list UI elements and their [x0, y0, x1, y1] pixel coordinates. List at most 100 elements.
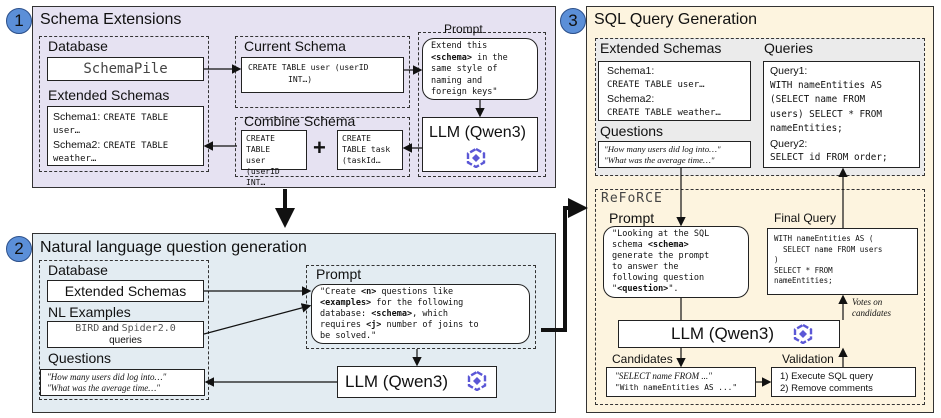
p3-prompt-l6a: " — [612, 284, 618, 294]
p3-ext-s2-name: Schema2: — [607, 93, 655, 105]
p1-combine-a2: user (userID — [246, 156, 280, 176]
p3-prompt-l2a: schema — [612, 240, 648, 250]
qwen-logo-icon — [467, 370, 487, 392]
arrow-p2-nl-to-prompt — [203, 303, 312, 335]
p1-llm-box — [422, 117, 538, 172]
p2-prompt-l3a: database: — [320, 309, 372, 319]
p1-ext-s1-code: CREATE TABLE — [103, 113, 169, 123]
p3-query2-l1: SELECT id FROM order; — [770, 152, 888, 163]
panel-1-title: Schema Extensions — [40, 11, 182, 28]
p3-cand-l2: "With nameEntities AS ..." — [615, 383, 738, 392]
p1-extended-box: Schema1: CREATE TABLE user… Schema2: CRE… — [47, 106, 204, 166]
p1-prompt-l5: foreign keys" — [431, 87, 498, 97]
p1-current-label: Current Schema — [244, 38, 346, 54]
p2-prompt-l3b: <schema> — [371, 309, 413, 319]
p3-prompt-l6b: <question> — [617, 284, 669, 294]
p1-current-code: CREATE TABLE user (userID — [248, 63, 369, 72]
p2-q1: "How many users did log into…" — [47, 372, 167, 382]
p1-database-label: Database — [48, 38, 108, 54]
step-3-badge: 3 — [560, 8, 586, 34]
p3-reforce-group — [595, 189, 925, 405]
p2-q2: "What was the average time…" — [47, 383, 161, 393]
p2-nl-and: and — [99, 323, 122, 334]
p2-prompt-label: Prompt — [316, 266, 362, 282]
arrow-step2-to-step3 — [541, 198, 588, 332]
p1-current-box: CREATE TABLE user (userID INT…) — [241, 57, 404, 93]
p3-ext-s1-code: CREATE TABLE user… — [607, 80, 705, 90]
p1-combine-a1: CREATE TABLE — [246, 134, 275, 154]
p3-final-l4: SELECT * FROM — [774, 265, 833, 275]
p1-database-value: SchemaPile — [47, 57, 204, 81]
p3-candidates-box: "SELECT name FROM ..." "With nameEntitie… — [606, 367, 756, 397]
p1-database-group — [39, 36, 209, 172]
p1-llm-label: LLM (Qwen3) — [429, 124, 526, 141]
qwen-logo-icon — [793, 323, 813, 345]
p1-prompt-l1: Extend this — [431, 41, 488, 51]
p2-prompt-l1b: <n> — [360, 287, 377, 297]
p3-q1: "How many users did log into…" — [604, 144, 721, 154]
step-2-badge: 2 — [6, 236, 32, 262]
p2-prompt-l4b: <j> — [366, 320, 382, 330]
p3-prompt-l3: generate the prompt — [612, 251, 710, 261]
p2-nl-bird: BIRD — [75, 323, 100, 334]
p3-questions-label: Questions — [600, 123, 664, 139]
p2-prompt-l2a: <examples> — [320, 298, 372, 308]
p2-prompt-l1a: "Create — [320, 287, 361, 297]
p2-llm-label: LLM (Qwen3) — [345, 372, 448, 391]
p3-query1-name: Query1: — [770, 65, 808, 77]
panel-3-title: SQL Query Generation — [594, 11, 758, 28]
p3-final-query-label: Final Query — [774, 211, 837, 225]
p3-prompt-l5: following question — [612, 273, 705, 283]
p2-nl-spider: Spider2.0 — [121, 323, 176, 334]
p1-combine-b3: (taskId… — [342, 156, 381, 165]
p1-ext-s2-name: Schema2: — [53, 139, 101, 151]
p1-ext-s2-code: CREATE TABLE — [103, 141, 169, 151]
panel-2-title: Natural language question generation — [40, 239, 307, 256]
p2-nl-label: NL Examples — [48, 304, 131, 320]
p3-prompt-l6c: ". — [668, 284, 679, 294]
p2-prompt-l1c: questions like — [376, 287, 454, 297]
p3-final-l5: nameEntities; — [774, 276, 833, 285]
p3-extended-box: Schema1: CREATE TABLE user… Schema2: CRE… — [598, 61, 751, 121]
p3-final-l3: ) — [774, 255, 779, 264]
p2-prompt-l2b: for the following — [371, 298, 464, 308]
p1-ext-s1-code2: user… — [53, 126, 81, 136]
p3-prompt-l1: "Looking at the SQL — [612, 229, 710, 239]
p2-prompt-l3c: , which — [412, 309, 448, 319]
p3-queries-box: Query1: WITH nameEntities AS (SELECT nam… — [763, 61, 920, 168]
p1-prompt-l2-bold: <schema> — [431, 52, 472, 63]
p2-prompt-l4c: number of joins to — [381, 320, 479, 330]
p3-val-l1: 1) Execute SQL query — [780, 371, 874, 382]
p2-llm-box — [337, 366, 497, 398]
p3-prompt-box: "Looking at the SQL schema <schema> gene… — [603, 226, 749, 298]
p3-llm-label: LLM (Qwen3) — [671, 324, 774, 343]
p2-prompt-l4a: requires — [320, 320, 367, 330]
p1-extended-label: Extended Schemas — [48, 87, 170, 103]
p1-prompt-label: Prompt — [444, 22, 483, 36]
p3-candidates-label: Candidates — [612, 352, 673, 366]
p1-current-code2: INT…) — [288, 75, 313, 84]
p3-cand-l1: "SELECT name FROM ..." — [615, 371, 712, 381]
p1-ext-s2-code2: weather… — [53, 154, 97, 164]
p3-query1-l2: (SELECT name FROM — [770, 94, 866, 105]
p3-prompt-label: Prompt — [609, 210, 655, 226]
p3-query1-l3: users) SELECT * FROM — [770, 108, 882, 120]
p3-validation-box: 1) Execute SQL query 2) Remove comments — [771, 367, 916, 397]
p3-extended-label: Extended Schemas — [600, 40, 722, 56]
p3-val-l2: 2) Remove comments — [780, 383, 873, 394]
p2-prompt-l5: be solved." — [320, 331, 377, 341]
step-1-badge: 1 — [6, 8, 32, 34]
p3-votes-label: Votes on candidates — [852, 297, 891, 318]
p1-combine-b1: CREATE — [342, 134, 371, 143]
p3-final-l2: SELECT name FROM users — [774, 244, 883, 254]
p3-final-query-box: WITH nameEntities AS ( SELECT name FROM … — [767, 228, 918, 295]
p1-prompt-box: Extend this <schema> in the same style o… — [422, 38, 538, 100]
p1-ext-s1-name: Schema1: — [53, 111, 101, 123]
p2-prompt-box: "Create <n> questions like <examples> fo… — [311, 284, 530, 344]
p3-reforce-label: ReFoRCE — [601, 191, 663, 206]
p1-prompt-l2: in the — [471, 52, 508, 63]
p3-ext-s2-code: CREATE TABLE weather… — [607, 108, 721, 118]
p1-llm-group — [418, 32, 546, 177]
p3-validation-label: Validation — [782, 352, 834, 366]
